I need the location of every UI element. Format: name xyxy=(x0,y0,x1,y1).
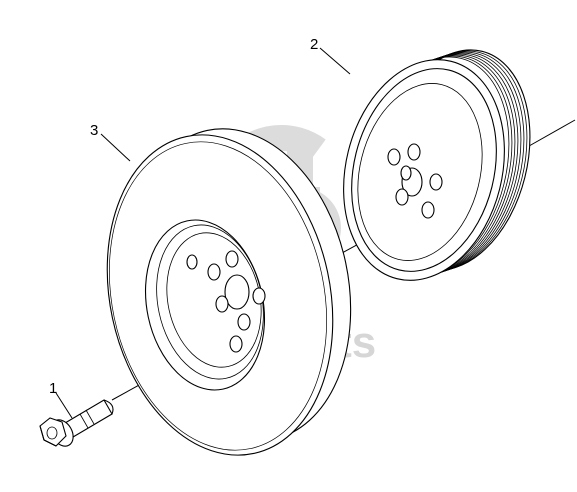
callout-1-label: 1 xyxy=(49,380,57,397)
belt-pulley xyxy=(343,49,531,281)
pulley-bolt-holes xyxy=(387,143,443,219)
callout-2-label: 2 xyxy=(310,36,318,53)
vibration-damper xyxy=(106,128,352,456)
leader-lines xyxy=(55,47,351,419)
callout-3-label: 3 xyxy=(90,122,98,139)
damper-bolt-holes xyxy=(186,250,266,353)
bolt-thread xyxy=(79,409,95,429)
hex-bolt xyxy=(39,399,114,447)
